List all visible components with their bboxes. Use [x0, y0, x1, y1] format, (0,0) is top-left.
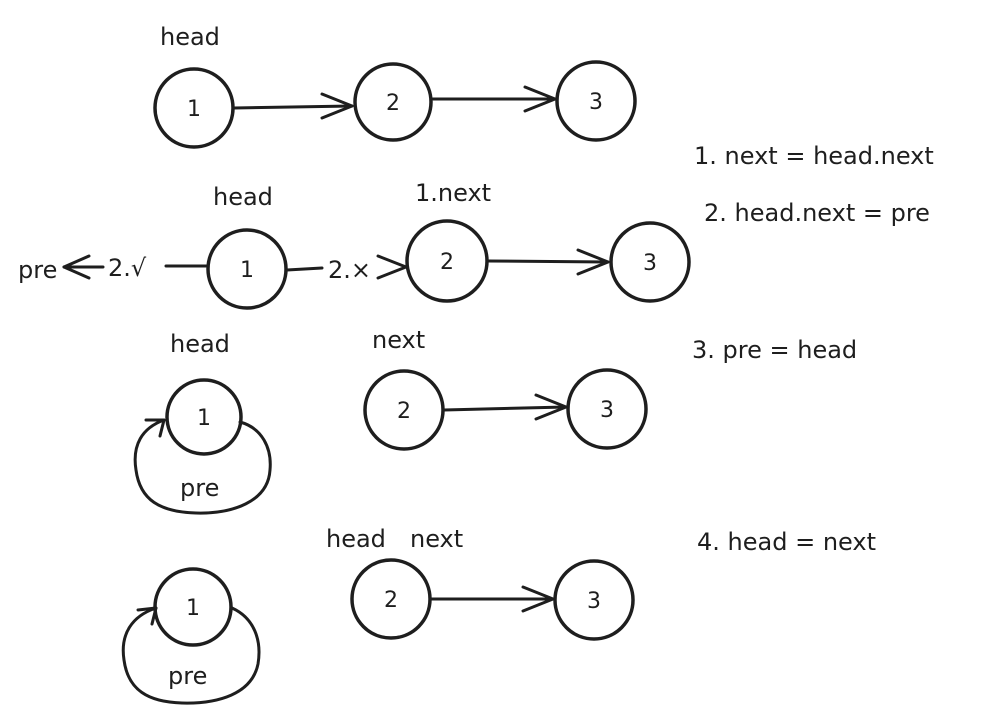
stage3-node-1: [165, 378, 243, 456]
stage2-line-node1-to-node2: [285, 266, 324, 272]
stage1-node-2-label: 2: [386, 91, 400, 116]
stage2-arrowhead-to-node2: [376, 254, 408, 280]
stage4-node-1-label: 1: [186, 596, 200, 621]
stage4-pre-self-loop: [121, 606, 261, 705]
stage2-head-label: head: [213, 183, 273, 211]
stage2-pre-label: pre: [18, 256, 57, 284]
stage3-arrow-2-3: [442, 393, 568, 421]
stage3-node-1-label: 1: [197, 406, 211, 431]
stage-4: head next 1 pre 2 3: [121, 525, 635, 705]
stage2-node-1-label: 1: [240, 258, 254, 283]
stage-3: head next 1 pre 2 3: [133, 326, 648, 515]
stage3-next-label: next: [372, 326, 425, 354]
stage4-next-label: next: [410, 525, 463, 553]
stage4-node-2-label: 2: [384, 588, 398, 613]
stage3-node-3: [566, 368, 648, 450]
stage2-node-2-label: 2: [440, 250, 454, 275]
step-3-text: 3. pre = head: [692, 336, 857, 364]
stage4-node-1: [153, 567, 233, 647]
stage3-pre-self-loop: [133, 418, 272, 515]
stage2-node-3: [609, 221, 691, 303]
stage4-pre-label: pre: [168, 662, 207, 690]
stage3-node-2-label: 2: [397, 399, 411, 424]
stage2-arrow-2-3: [486, 248, 610, 276]
stage3-head-label: head: [170, 330, 230, 358]
stage2-arrow-valid-label: 2.√: [108, 254, 147, 282]
stage1-node-2: [353, 62, 433, 142]
step-4-text: 4. head = next: [697, 528, 876, 556]
stage4-head-label: head: [326, 525, 386, 553]
step-list: 1. next = head.next 2. head.next = pre 3…: [692, 142, 934, 556]
stage2-arrow-to-pre: [62, 254, 105, 280]
step-1-text: 1. next = head.next: [694, 142, 934, 170]
stage2-arrow-invalid-label: 2.×: [328, 256, 371, 284]
stage1-node-1-label: 1: [187, 97, 201, 122]
step-2-text: 2. head.next = pre: [704, 199, 930, 227]
stage1-node-3: [555, 60, 637, 142]
stage2-next-label: 1.next: [415, 179, 491, 207]
stage-2: head 1.next pre 2.√ 1 2.× 2 3: [18, 179, 691, 310]
stage4-node-3-label: 3: [587, 589, 601, 614]
stage3-pre-loop-arrowhead: [144, 418, 166, 438]
stage2-node-3-label: 3: [643, 251, 657, 276]
stage1-head-label: head: [160, 23, 220, 51]
stage1-arrow-1-2: [232, 92, 354, 120]
stage4-node-3: [553, 559, 635, 641]
stage3-pre-label: pre: [180, 474, 219, 502]
stage3-node-3-label: 3: [600, 398, 614, 423]
stage4-arrow-2-3: [429, 585, 555, 613]
stage1-arrow-2-3: [431, 85, 557, 113]
stage1-node-3-label: 3: [589, 90, 603, 115]
stage-1: head 1 2 3: [153, 23, 637, 149]
